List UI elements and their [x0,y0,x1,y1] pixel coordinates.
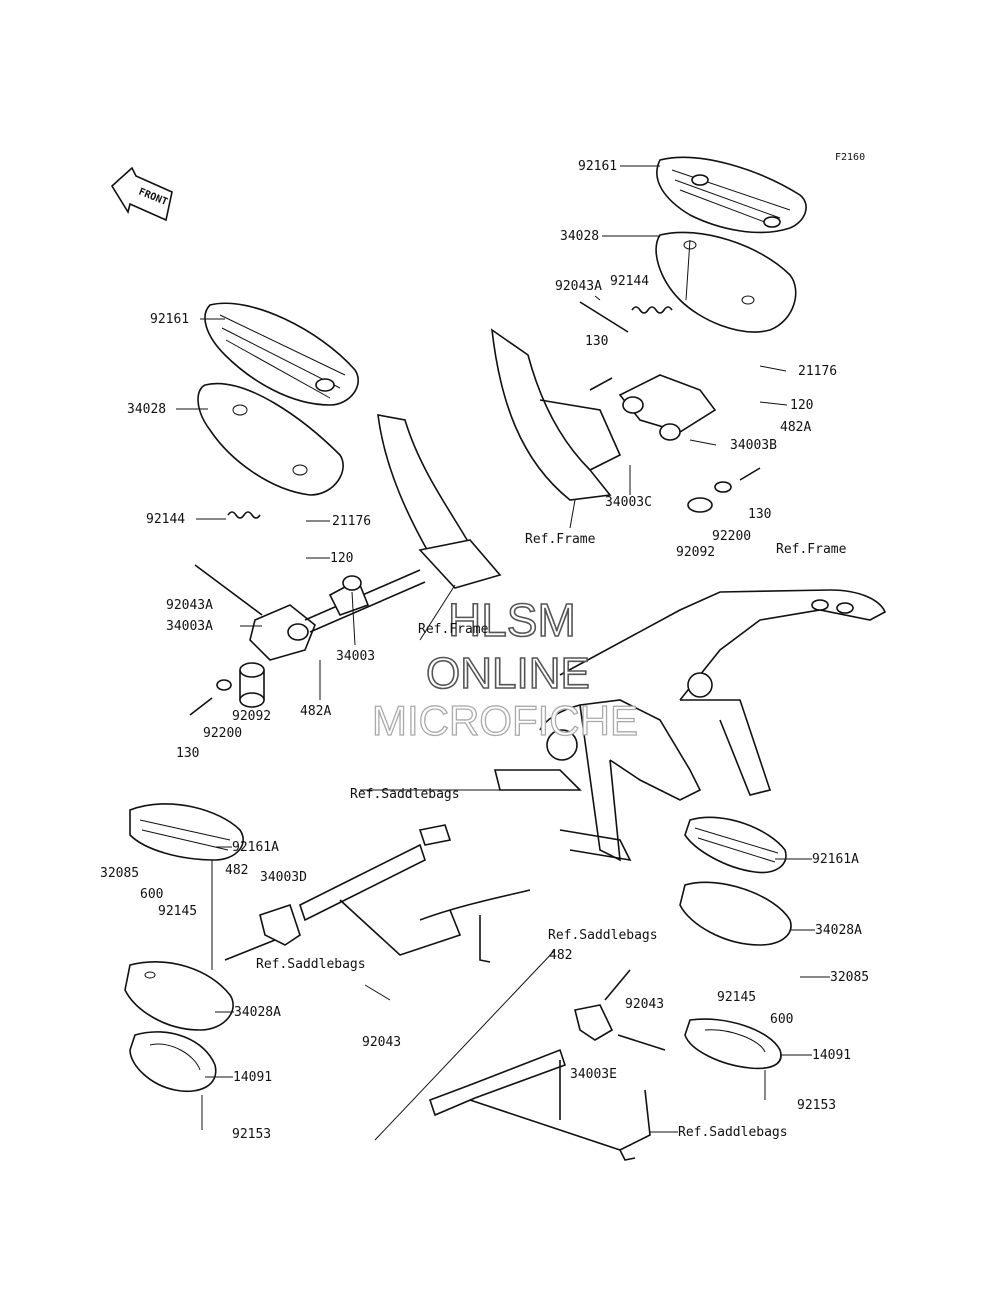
part-label-92145: 92145 [717,990,756,1005]
part-label-14091: 14091 [233,1070,272,1085]
footboard-base-right [655,231,797,333]
spring-right [631,306,673,314]
passenger-base-left [124,961,234,1031]
part-label-14091: 14091 [812,1048,851,1063]
part-label-32085: 32085 [100,866,139,881]
front-arrow-icon: FRONT [110,166,173,222]
part-label-92161: 92161 [578,159,617,174]
footrest-shaft-left [304,569,426,633]
watermark: HLSM ONLINE MICROFICHE [371,593,638,744]
part-label-120: 120 [790,398,813,413]
leader-lines [176,165,830,1141]
bushing-92092-left [189,662,265,716]
part-label-482a: 482A [780,420,811,435]
spring-left [227,511,261,519]
guard-14091-right [684,1018,782,1070]
watermark-line2: ONLINE [426,649,590,698]
pin-92043A-right [579,301,629,333]
saddlebag-bracket-left [299,824,531,963]
part-label-ref-saddlebags: Ref.Saddlebags [350,787,460,802]
part-label-130: 130 [176,746,199,761]
part-label-92145: 92145 [158,904,197,919]
part-label-34028a: 34028A [234,1005,281,1020]
part-label-92092: 92092 [232,709,271,724]
part-label-34003d: 34003D [260,870,307,885]
part-label-92043a: 92043A [555,279,602,294]
saddlebag-bracket-right [428,1048,651,1161]
part-label-21176: 21176 [798,364,837,379]
rider-footboard-left [204,302,359,406]
part-label-92043: 92043 [625,997,664,1012]
part-label-34028: 34028 [127,402,166,417]
part-label-21176: 21176 [332,514,371,529]
part-label-92144: 92144 [146,512,185,527]
part-label-120: 120 [330,551,353,566]
figure-code: F2160 [835,152,865,163]
rider-footboard-right [656,156,807,234]
part-label-92043: 92043 [362,1035,401,1050]
part-label-34028: 34028 [560,229,599,244]
watermark-line1: HLSM [448,594,576,646]
watermark-line3: MICROFICHE [372,697,638,744]
part-label-130: 130 [585,334,608,349]
part-label-ref-saddlebags: Ref.Saddlebags [256,957,366,972]
part-label-92144: 92144 [610,274,649,289]
footboard-base-left [197,382,344,496]
part-label-34028a: 34028A [815,923,862,938]
bracket-34003D [224,903,301,961]
part-label-92200: 92200 [712,529,751,544]
part-label-482: 482 [549,948,572,963]
part-label-600: 600 [770,1012,793,1027]
pivot-bracket-right [589,374,761,481]
bushing-92092-right [687,481,732,513]
part-label-92161a: 92161A [232,840,279,855]
part-label-482: 482 [225,863,248,878]
main-frame [493,589,887,862]
passenger-base-right [679,881,792,946]
part-label-92153: 92153 [232,1127,271,1142]
part-label-34003e: 34003E [570,1067,617,1082]
guard-14091-left [129,1031,217,1092]
part-label-600: 600 [140,887,163,902]
part-label-34003a: 34003A [166,619,213,634]
part-label-32085: 32085 [830,970,869,985]
pivot-bracket-left [194,564,316,661]
part-label-ref-frame: Ref.Frame [776,542,847,557]
part-label-92200: 92200 [203,726,242,741]
part-label-482a: 482A [300,704,331,719]
bracket-34003E [574,969,666,1051]
part-label-34003b: 34003B [730,438,777,453]
frame-section-upper [491,328,622,501]
part-label-34003c: 34003C [605,495,652,510]
frame-down-tube [377,414,502,589]
passenger-footboard-right [684,816,787,874]
part-label-92043a: 92043A [166,598,213,613]
passenger-footboard-left [129,803,244,861]
part-label-34003: 34003 [336,649,375,664]
part-label-ref-saddlebags: Ref.Saddlebags [548,928,658,943]
part-label-92092: 92092 [676,545,715,560]
part-label-92161a: 92161A [812,852,859,867]
part-label-ref-saddlebags: Ref.Saddlebags [678,1125,788,1140]
part-label-92153: 92153 [797,1098,836,1113]
part-label-92161: 92161 [150,312,189,327]
part-label-ref-frame: Ref.Frame [525,532,596,547]
part-label-ref-frame: Ref.Frame [418,622,489,637]
part-label-130: 130 [748,507,771,522]
